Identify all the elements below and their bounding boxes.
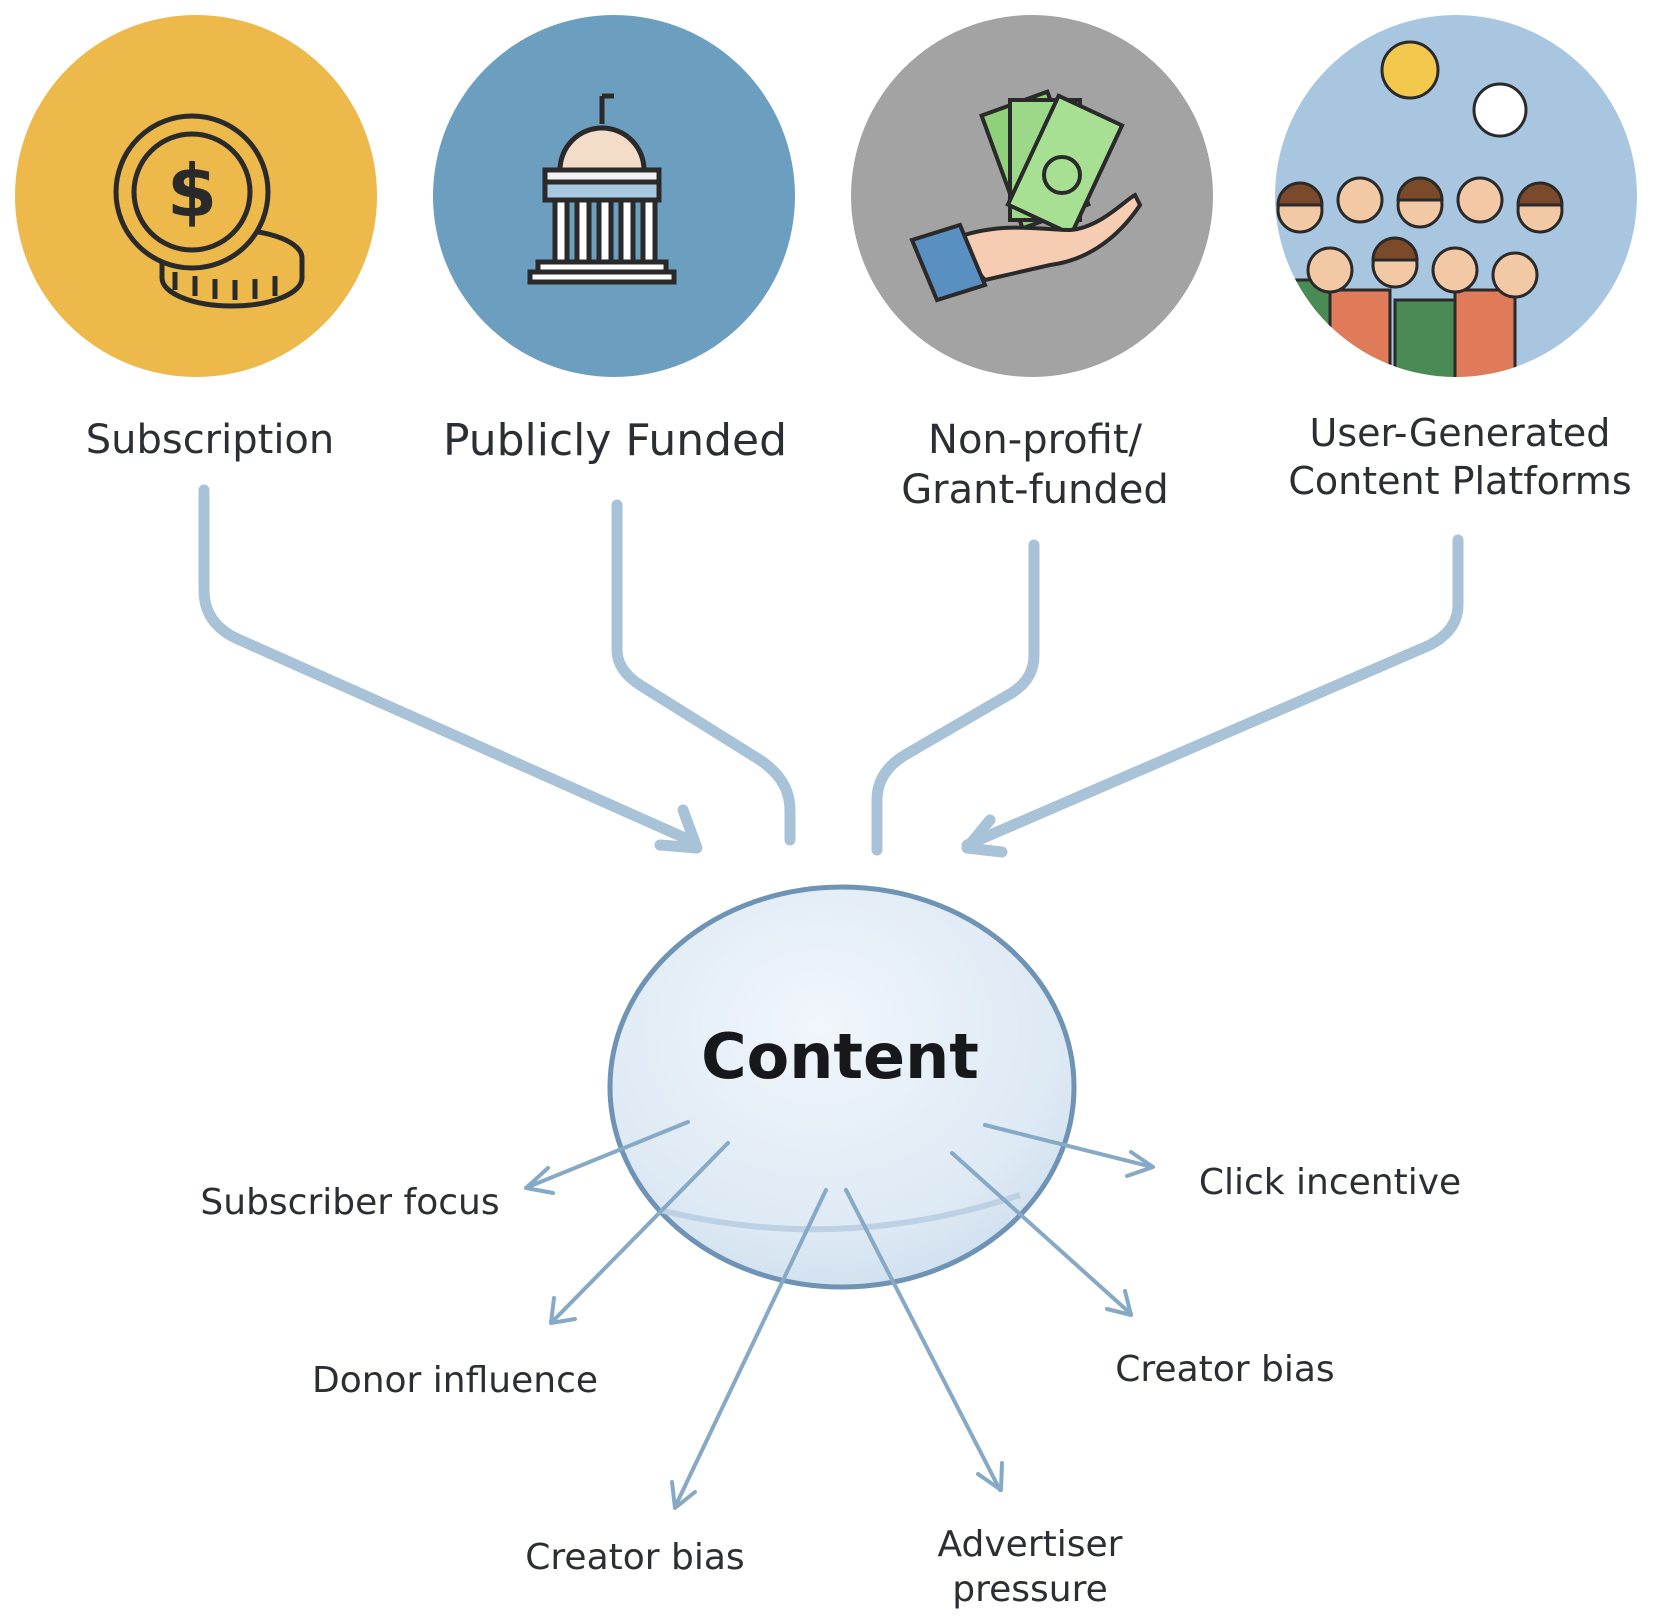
output-label-advertiser-line1: Advertiser bbox=[937, 1524, 1123, 1565]
arrow-advertiser-pressure bbox=[844, 1188, 1002, 1492]
coin-dollar-icon: $ bbox=[113, 113, 305, 309]
arrowhead-subscription bbox=[654, 804, 703, 854]
output-label-advertiser-pressure: Advertiser pressure bbox=[920, 1522, 1140, 1612]
source-label-nonprofit: Non-profit/ Grant-funded bbox=[870, 415, 1200, 515]
output-label-creator-bias-bottom: Creator bias bbox=[525, 1537, 745, 1578]
content-bubble bbox=[607, 884, 1077, 1290]
source-ugc-icon-circle bbox=[1275, 15, 1637, 377]
source-public-icon-circle bbox=[433, 15, 795, 377]
svg-text:$: $ bbox=[167, 149, 217, 233]
source-label-ugc-line2: Content Platforms bbox=[1288, 458, 1632, 503]
connector-subscription bbox=[198, 484, 691, 844]
output-label-donor-influence: Donor influence bbox=[311, 1360, 599, 1401]
crowd-people-icon bbox=[1275, 40, 1564, 377]
source-label-subscription: Subscription bbox=[85, 417, 335, 463]
arrow-donor-influence bbox=[550, 1141, 730, 1324]
output-label-click-incentive: Click incentive bbox=[1198, 1162, 1462, 1203]
source-connectors bbox=[198, 484, 1464, 856]
connector-nonprofit bbox=[871, 539, 1040, 856]
arrow-creator-bias-right bbox=[950, 1151, 1133, 1316]
source-arrowheads bbox=[654, 804, 1008, 858]
source-subscription-icon-circle: $ bbox=[15, 15, 377, 377]
output-arrows bbox=[524, 1120, 1155, 1510]
output-label-advertiser-line2: pressure bbox=[952, 1569, 1108, 1610]
output-label-creator-bias-right: Creator bias bbox=[1115, 1349, 1335, 1390]
government-building-icon bbox=[527, 93, 677, 285]
arrow-click-incentive bbox=[983, 1123, 1154, 1169]
connector-ugc bbox=[961, 534, 1464, 851]
source-label-publicly-funded: Publicly Funded bbox=[442, 415, 788, 466]
arrowhead-ugc bbox=[961, 814, 1008, 858]
arrow-subscriber-focus bbox=[526, 1120, 690, 1189]
source-label-ugc-line1: User-Generated bbox=[1309, 411, 1611, 455]
output-label-subscriber-focus: Subscriber focus bbox=[200, 1182, 500, 1223]
hand-money-icon bbox=[909, 89, 1143, 303]
source-nonprofit-icon-circle bbox=[851, 15, 1213, 377]
source-label-nonprofit-line1: Non-profit/ bbox=[928, 417, 1142, 463]
center-label-content: Content bbox=[701, 1020, 979, 1093]
source-label-nonprofit-line2: Grant-funded bbox=[901, 467, 1169, 513]
arrow-creator-bias-bottom bbox=[673, 1188, 828, 1509]
connector-publicly-funded bbox=[611, 499, 796, 846]
source-label-ugc: User-Generated Content Platforms bbox=[1270, 410, 1650, 505]
